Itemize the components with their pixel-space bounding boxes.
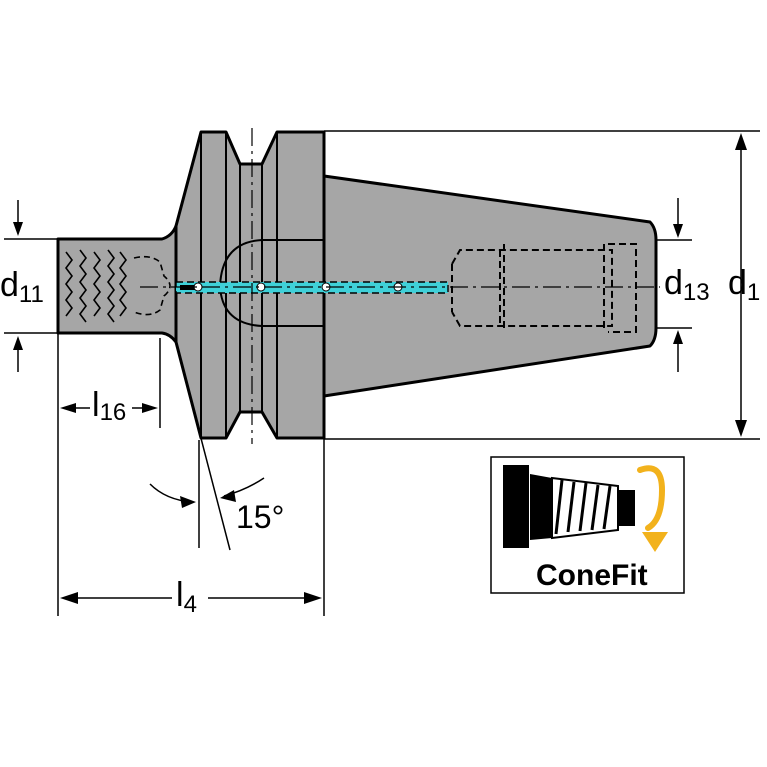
- badge-cone-icon: [530, 474, 552, 540]
- label-l4: l4: [176, 576, 197, 618]
- rotation-arrow-icon: [637, 465, 666, 531]
- label-l16: l16: [92, 386, 126, 426]
- rotation-arrowhead-icon: [642, 532, 668, 552]
- label-d13: d13: [664, 264, 710, 306]
- badge-collar-icon: [503, 465, 529, 548]
- taper-bore-hidden: [451, 243, 637, 333]
- badge-tip-icon: [618, 490, 635, 526]
- label-d11: d11: [0, 266, 44, 308]
- shank-section: [56, 224, 178, 344]
- dimension-lines: [4, 130, 760, 616]
- label-angle: 15°: [236, 499, 284, 535]
- tool-holder-body: [56, 130, 658, 440]
- conefit-badge: ConeFit: [490, 456, 685, 594]
- thread-pattern: [65, 249, 171, 323]
- label-d1: d1: [728, 264, 760, 306]
- badge-label: ConeFit: [536, 559, 648, 592]
- arrowheads: [13, 133, 747, 604]
- badge-thread-lines: [554, 479, 612, 535]
